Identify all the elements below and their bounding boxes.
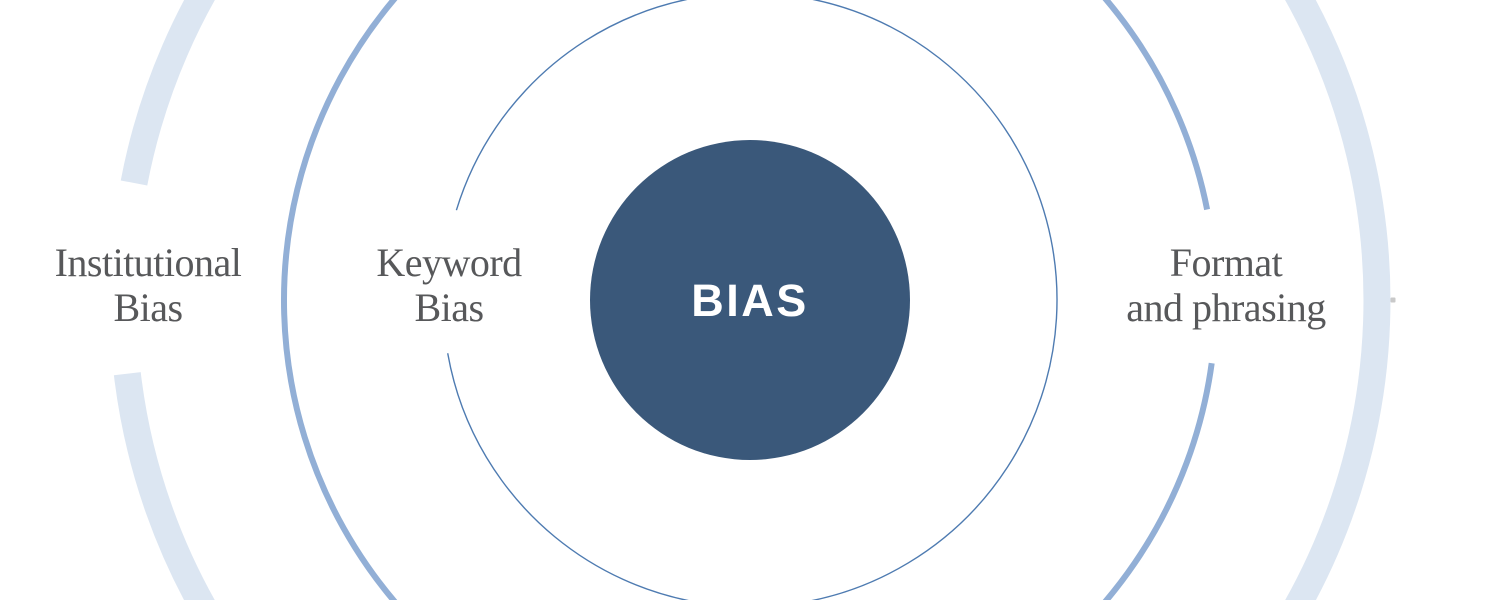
label-format-and-phrasing-line1: Format bbox=[1169, 240, 1283, 285]
keyword-bias-ring-arc bbox=[447, 0, 1058, 600]
bias-center-label: BIAS bbox=[691, 275, 809, 326]
small-gray-dot bbox=[1390, 297, 1396, 303]
label-format-and-phrasing: Format and phrasing bbox=[1046, 240, 1406, 330]
label-keyword-bias: Keyword Bias bbox=[269, 240, 629, 330]
label-institutional-bias-line2: Bias bbox=[113, 285, 183, 330]
label-format-and-phrasing-line2: and phrasing bbox=[1126, 285, 1326, 330]
format-phrasing-ring-arc bbox=[281, 0, 1215, 600]
label-institutional-bias-line1: Institutional bbox=[54, 240, 242, 285]
label-keyword-bias-line1: Keyword bbox=[376, 240, 522, 285]
label-institutional-bias: Institutional Bias bbox=[0, 240, 328, 330]
label-keyword-bias-line2: Bias bbox=[414, 285, 484, 330]
bias-center-circle bbox=[590, 140, 910, 460]
institutional-bias-ring-arc bbox=[113, 0, 1391, 600]
